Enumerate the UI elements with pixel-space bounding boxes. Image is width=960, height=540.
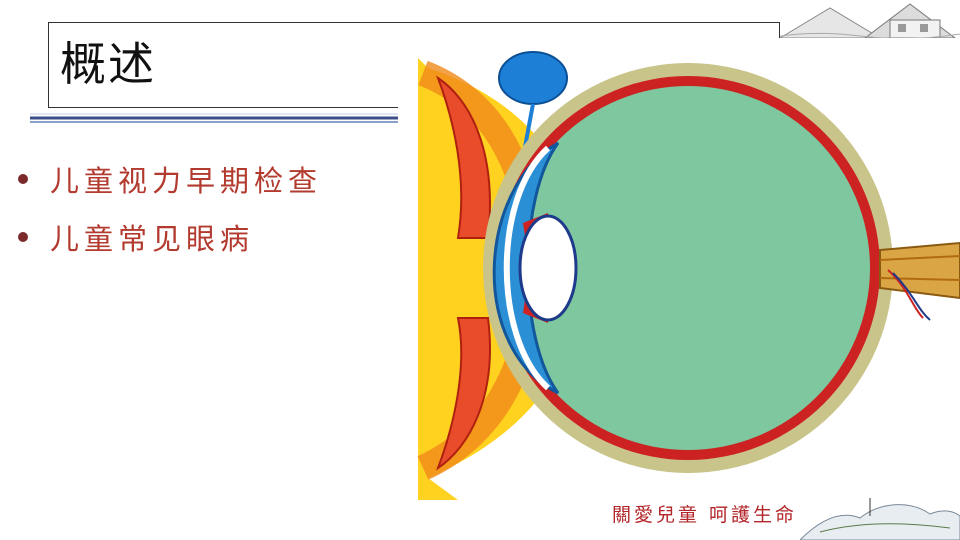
optic-nerve — [879, 241, 960, 300]
eye-cross-section-icon — [417, 51, 960, 500]
house-sketch-decoration — [770, 3, 960, 40]
bullet-dot-icon — [18, 174, 28, 184]
bullet-item: 儿童常见眼病 — [18, 208, 322, 266]
lens — [518, 214, 578, 322]
bullet-text: 儿童常见眼病 — [50, 222, 255, 256]
bullet-list: 儿童视力早期检查 儿童常见眼病 — [18, 150, 322, 266]
page-title: 概述 — [60, 37, 156, 91]
bullet-item: 儿童视力早期检查 — [18, 150, 322, 208]
bullet-text: 儿童视力早期检查 — [50, 164, 323, 198]
slogan-text: 關愛兒童 呵護生命 — [612, 504, 798, 526]
eye-illustration-panel — [398, 38, 960, 500]
footer-landscape-decoration — [800, 498, 960, 540]
vitreous-body — [506, 86, 870, 450]
title-divider — [30, 113, 420, 123]
bullet-dot-icon — [18, 232, 28, 242]
